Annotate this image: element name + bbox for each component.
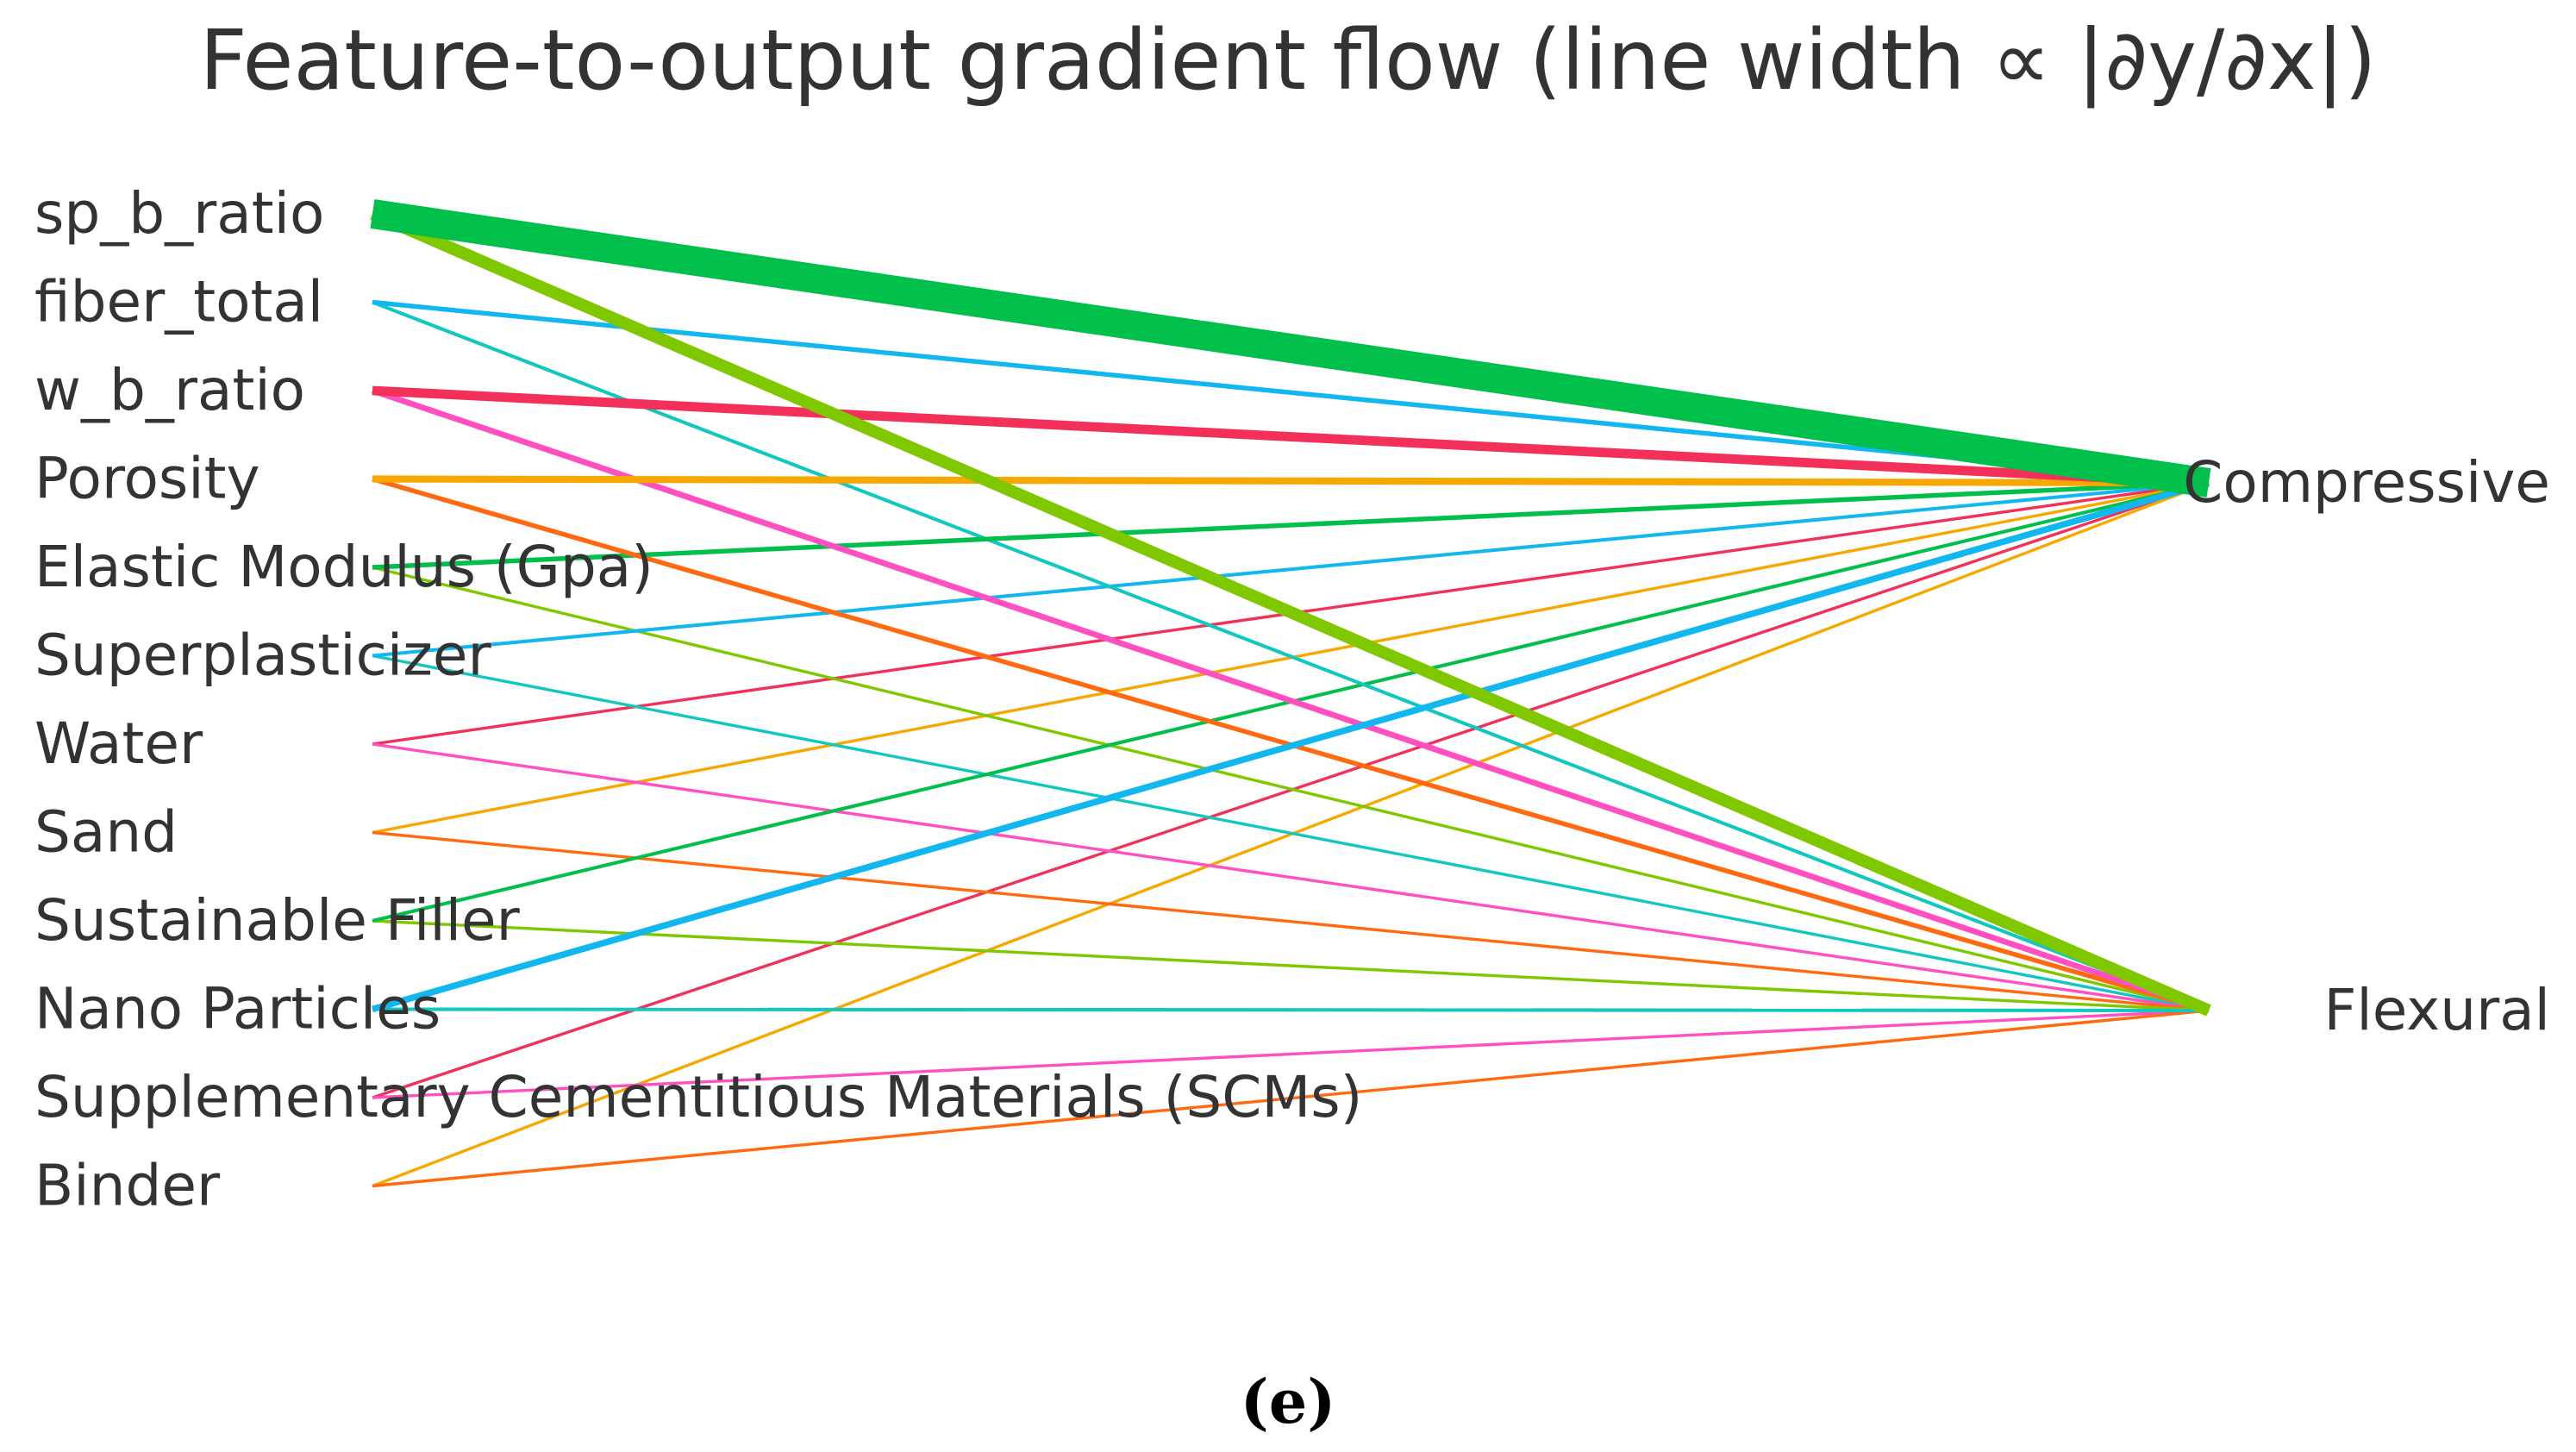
flow-line-superplasticizer-to-flexural bbox=[372, 654, 2210, 1012]
feature-label-nano-particles: Nano Particles bbox=[34, 976, 441, 1042]
feature-label-supplementary-cementitious-materials-scms: Supplementary Cementitious Materials (SC… bbox=[34, 1064, 1362, 1130]
flow-line-elastic-modulus-gpa-to-compressive bbox=[372, 480, 2210, 570]
flow-line-nano-particles-to-flexural bbox=[372, 1007, 2210, 1013]
feature-label-porosity: Porosity bbox=[34, 446, 260, 512]
output-label-compressive: Compressive bbox=[2183, 449, 2550, 516]
feature-label-water: Water bbox=[34, 710, 203, 777]
feature-label-binder: Binder bbox=[34, 1153, 221, 1219]
flow-line-supplementary-cementitious-materials-scms-to-flexural bbox=[372, 1009, 2210, 1099]
flow-line-sand-to-flexural bbox=[372, 830, 2210, 1012]
feature-labels: sp_b_ratio fiber_total w_b_ratioPorosityEl… bbox=[34, 180, 1362, 1219]
flow-line-elastic-modulus-gpa-to-flexural bbox=[372, 566, 2210, 1012]
flow-line-fiber-total-to-flexural bbox=[372, 300, 2210, 1012]
feature-label-fiber-total: fiber_total bbox=[34, 269, 323, 335]
flow-line-sp-b-ratio-to-flexural bbox=[370, 208, 2211, 1017]
flow-line-sustainable-filler-to-flexural bbox=[372, 919, 2210, 1012]
output-label-flexural: Flexural bbox=[2323, 977, 2550, 1043]
feature-label-sand: Sand bbox=[34, 799, 178, 866]
panel-label: (e) bbox=[1241, 1366, 1336, 1437]
flow-line-porosity-to-compressive bbox=[372, 475, 2210, 487]
feature-label-elastic-modulus-gpa: Elastic Modulus (Gpa) bbox=[34, 534, 653, 600]
feature-label-sustainable-filler: Sustainable Filler bbox=[34, 887, 521, 954]
flow-line-superplasticizer-to-compressive bbox=[372, 480, 2210, 658]
feature-label-sp-b-ratio: sp_b_ratio bbox=[34, 180, 324, 247]
flow-line-w-b-ratio-to-compressive bbox=[372, 385, 2210, 488]
flow-line-binder-to-flexural bbox=[372, 1009, 2210, 1188]
feature-label-superplasticizer: Superplasticizer bbox=[34, 623, 492, 689]
flow-line-water-to-flexural bbox=[372, 742, 2210, 1012]
chart-title: Feature-to-output gradient flow (line wi… bbox=[199, 12, 2376, 110]
flow-lines bbox=[370, 199, 2211, 1188]
flow-line-w-b-ratio-to-flexural bbox=[371, 387, 2210, 1014]
flow-line-sp-b-ratio-to-compressive bbox=[370, 199, 2211, 498]
flow-line-nano-particles-to-compressive bbox=[371, 479, 2210, 1013]
feature-label-w-b-ratio: w_b_ratio bbox=[34, 357, 305, 423]
